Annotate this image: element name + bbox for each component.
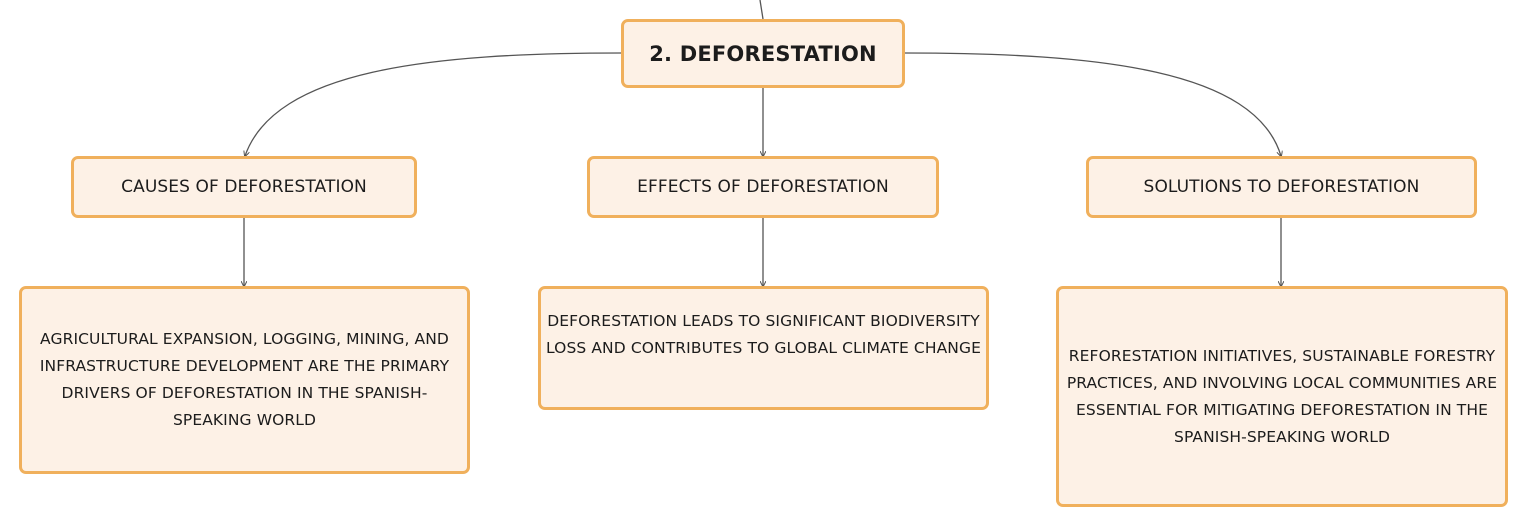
root-node-deforestation[interactable]: 2. DEFORESTATION — [621, 19, 905, 88]
leaf-node-causes-text: AGRICULTURAL EXPANSION, LOGGING, MINING,… — [39, 330, 450, 429]
connector-root-to-causes — [245, 52, 622, 156]
branch-node-effects[interactable]: EFFECTS OF DEFORESTATION — [587, 156, 939, 218]
root-node-label: 2. DEFORESTATION — [649, 41, 877, 66]
leaf-node-solutions-detail[interactable]: REFORESTATION INITIATIVES, SUSTAINABLE F… — [1056, 286, 1508, 507]
branch-node-solutions-label: SOLUTIONS TO DEFORESTATION — [1143, 177, 1420, 197]
branch-node-causes-label: CAUSES OF DEFORESTATION — [121, 177, 367, 197]
branch-node-effects-label: EFFECTS OF DEFORESTATION — [637, 177, 889, 197]
branch-node-solutions[interactable]: SOLUTIONS TO DEFORESTATION — [1086, 156, 1477, 218]
leaf-node-effects-text: DEFORESTATION LEADS TO SIGNIFICANT BIODI… — [545, 312, 982, 357]
leaf-node-solutions-text: REFORESTATION INITIATIVES, SUSTAINABLE F… — [1066, 346, 1498, 446]
parent-connector — [759, 0, 764, 20]
connector-root-to-solutions — [904, 52, 1281, 156]
leaf-node-effects-detail[interactable]: DEFORESTATION LEADS TO SIGNIFICANT BIODI… — [538, 286, 989, 410]
branch-node-causes[interactable]: CAUSES OF DEFORESTATION — [71, 156, 417, 218]
leaf-node-causes-detail[interactable]: AGRICULTURAL EXPANSION, LOGGING, MINING,… — [19, 286, 470, 474]
